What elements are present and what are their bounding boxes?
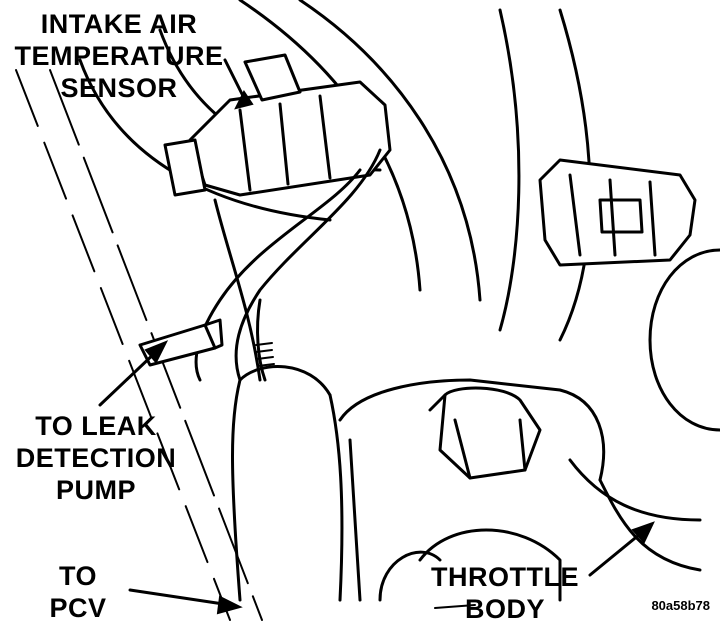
hex-nut bbox=[428, 386, 542, 480]
label-line: TO bbox=[58, 561, 97, 591]
label-line: THROTTLE bbox=[431, 562, 579, 592]
label-line: BODY bbox=[464, 594, 545, 624]
label-to-leak-detection-pump: TO LEAK DETECTION PUMP bbox=[6, 410, 186, 506]
label-line: TO LEAK bbox=[35, 411, 157, 441]
leader-arrows bbox=[98, 58, 655, 615]
label-intake-air-temperature-sensor: INTAKE AIR TEMPERATURE SENSOR bbox=[4, 8, 234, 104]
figure-id: 80a58b78 bbox=[651, 598, 710, 613]
label-line: DETECTION bbox=[15, 443, 177, 473]
pcv-hose bbox=[231, 365, 344, 602]
label-line: PCV bbox=[49, 593, 107, 623]
label-line: TEMPERATURE bbox=[14, 41, 224, 71]
iat-sensor bbox=[163, 53, 392, 197]
label-to-pcv: TO PCV bbox=[28, 560, 128, 624]
label-throttle-body: THROTTLE BODY bbox=[420, 561, 590, 624]
right-cylinder bbox=[648, 248, 720, 432]
tps-connector bbox=[538, 158, 697, 267]
label-line: INTAKE AIR bbox=[40, 9, 198, 39]
label-line: SENSOR bbox=[60, 73, 178, 103]
label-line: PUMP bbox=[55, 475, 136, 505]
throttle-body bbox=[338, 378, 702, 602]
